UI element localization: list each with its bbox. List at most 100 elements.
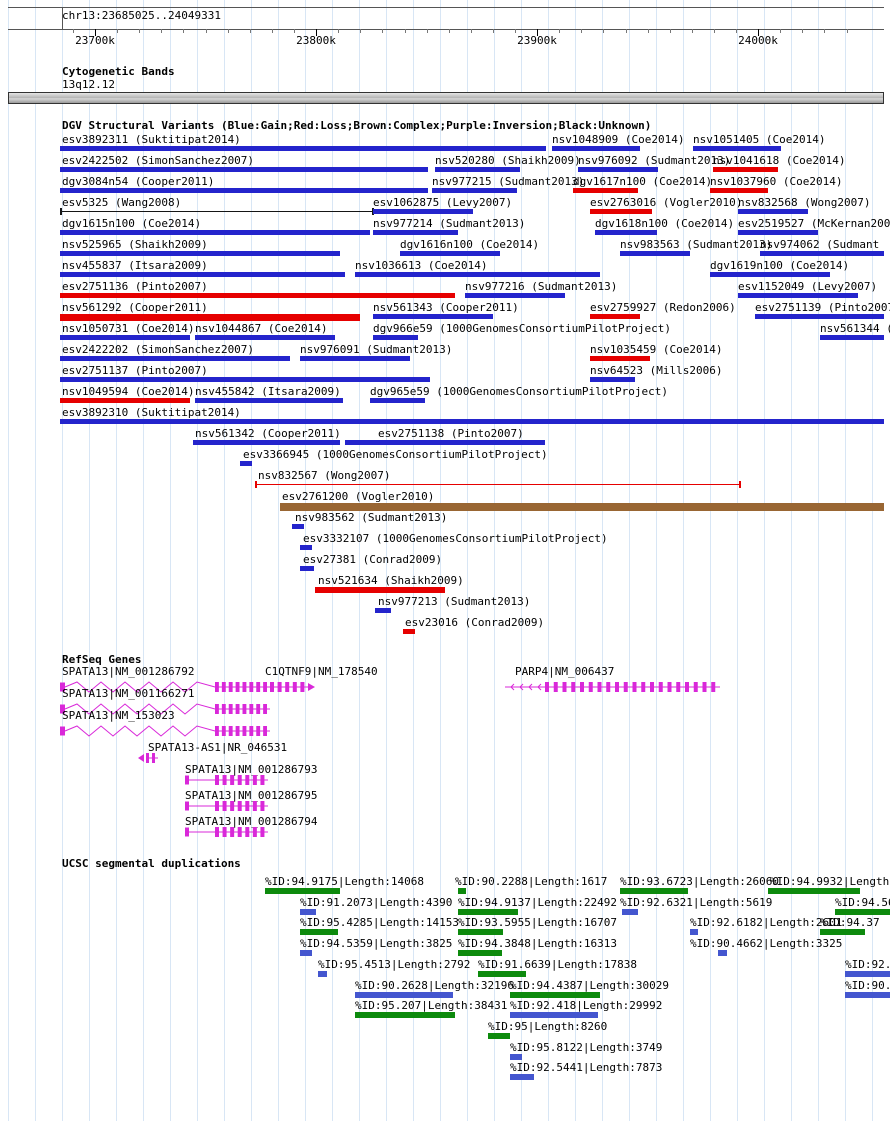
- dgv-variant-bar[interactable]: [300, 356, 410, 361]
- dgv-variant-bar[interactable]: [373, 209, 473, 214]
- dgv-variant-bar[interactable]: [590, 377, 635, 382]
- segdup-bar[interactable]: [300, 929, 338, 935]
- segdup-label[interactable]: %ID:95|Length:8260: [488, 1020, 608, 1033]
- gene-structure[interactable]: [185, 772, 268, 788]
- gene-label[interactable]: SPATA13|NM_001286792: [62, 665, 195, 678]
- segdup-label[interactable]: %ID:94.4387|Length:30029: [510, 979, 669, 992]
- segdup-bar[interactable]: [620, 888, 688, 894]
- segdup-label[interactable]: %ID:95.8122|Length:3749: [510, 1041, 663, 1054]
- segdup-bar[interactable]: [718, 950, 727, 956]
- dgv-variant-bar[interactable]: [373, 335, 418, 340]
- dgv-variant-label[interactable]: esv2751138 (Pinto2007): [378, 427, 524, 440]
- gene-label[interactable]: C1QTNF9|NM_178540: [265, 665, 378, 678]
- dgv-variant-bar[interactable]: [710, 188, 768, 193]
- dgv-variant-bar[interactable]: [300, 545, 312, 550]
- dgv-variant-bar[interactable]: [60, 188, 428, 193]
- dgv-variant-bar[interactable]: [738, 209, 808, 214]
- dgv-variant-label[interactable]: dgv1619n100 (Coe2014): [710, 259, 850, 272]
- dgv-variant-bar[interactable]: [60, 335, 190, 340]
- segdup-bar[interactable]: [690, 929, 698, 935]
- dgv-variant-bar[interactable]: [693, 146, 781, 151]
- gene-structure[interactable]: [138, 750, 158, 766]
- dgv-variant-bar[interactable]: [292, 524, 304, 529]
- dgv-variant-label[interactable]: nsv977214 (Sudmant2013): [373, 217, 526, 230]
- dgv-variant-label[interactable]: esv2759927 (Redon2006): [590, 301, 736, 314]
- dgv-variant-bar[interactable]: [738, 293, 858, 298]
- dgv-variant-label[interactable]: esv1062875 (Levy2007): [373, 196, 513, 209]
- dgv-variant-label[interactable]: esv1152049 (Levy2007): [738, 280, 878, 293]
- segdup-label[interactable]: %ID:95.4513|Length:2792: [318, 958, 471, 971]
- segdup-label[interactable]: %ID:93.6723|Length:26060: [620, 875, 779, 888]
- dgv-variant-label[interactable]: nsv561292 (Cooper2011): [62, 301, 208, 314]
- dgv-variant-label[interactable]: nsv974062 (Sudmant: [760, 238, 880, 251]
- gene-structure[interactable]: [505, 679, 720, 695]
- dgv-variant-bar[interactable]: [60, 251, 340, 256]
- segdup-label[interactable]: %ID:94.9932|Length:2: [770, 875, 890, 888]
- segdup-label[interactable]: %ID:92.5441|Length:7873: [510, 1061, 663, 1074]
- dgv-variant-label[interactable]: dgv1616n100 (Coe2014): [400, 238, 540, 251]
- dgv-variant-label[interactable]: nsv525965 (Shaikh2009): [62, 238, 208, 251]
- dgv-variant-label[interactable]: esv3332107 (1000GenomesConsortiumPilotPr…: [303, 532, 608, 545]
- dgv-variant-bar[interactable]: [60, 314, 360, 321]
- dgv-variant-bar[interactable]: [60, 398, 190, 403]
- dgv-variant-label[interactable]: nsv561343 (Cooper2011): [373, 301, 519, 314]
- dgv-variant-bar[interactable]: [60, 419, 884, 424]
- dgv-variant-label[interactable]: esv2422502 (SimonSanchez2007): [62, 154, 255, 167]
- dgv-variant-label[interactable]: nsv1050731 (Coe2014): [62, 322, 195, 335]
- dgv-variant-bar[interactable]: [60, 293, 455, 298]
- segdup-bar[interactable]: [458, 909, 518, 915]
- dgv-variant-bar[interactable]: [195, 335, 335, 340]
- dgv-variant-bar[interactable]: [60, 167, 428, 172]
- dgv-variant-label[interactable]: dgv1617n100 (Coe2014): [573, 175, 713, 188]
- dgv-variant-bar[interactable]: [590, 356, 650, 361]
- dgv-variant-label[interactable]: nsv561344 (Co: [820, 322, 890, 335]
- gene-label[interactable]: SPATA13|NM_153023: [62, 709, 175, 722]
- dgv-variant-bar[interactable]: [60, 146, 546, 151]
- segdup-label[interactable]: %ID:90.: [845, 979, 890, 992]
- dgv-variant-bar[interactable]: [355, 272, 600, 277]
- dgv-variant-label[interactable]: nsv455837 (Itsara2009): [62, 259, 208, 272]
- dgv-variant-label[interactable]: nsv976091 (Sudmant2013): [300, 343, 453, 356]
- dgv-variant-label[interactable]: esv3892311 (Suktitipat2014): [62, 133, 241, 146]
- segdup-bar[interactable]: [510, 1074, 534, 1080]
- segdup-label[interactable]: %ID:92.: [845, 958, 890, 971]
- segdup-bar[interactable]: [510, 992, 600, 998]
- dgv-variant-bar[interactable]: [255, 481, 741, 488]
- gene-structure[interactable]: [60, 679, 270, 695]
- dgv-variant-bar[interactable]: [60, 230, 370, 235]
- dgv-variant-label[interactable]: nsv983562 (Sudmant2013): [295, 511, 448, 524]
- segdup-label[interactable]: %ID:92.6182|Length:2601: [690, 916, 843, 929]
- dgv-variant-bar[interactable]: [193, 440, 340, 445]
- dgv-variant-bar[interactable]: [620, 251, 690, 256]
- dgv-variant-bar[interactable]: [820, 335, 884, 340]
- dgv-variant-label[interactable]: nsv521634 (Shaikh2009): [318, 574, 464, 587]
- segdup-bar[interactable]: [845, 992, 890, 998]
- dgv-variant-label[interactable]: nsv455842 (Itsara2009): [195, 385, 341, 398]
- gene-structure[interactable]: [60, 723, 270, 739]
- dgv-variant-bar[interactable]: [590, 209, 652, 214]
- gene-label[interactable]: SPATA13|NM_001166271: [62, 687, 195, 700]
- dgv-variant-label[interactable]: esv2761200 (Vogler2010): [282, 490, 435, 503]
- segdup-bar[interactable]: [300, 909, 316, 915]
- segdup-label[interactable]: %ID:94.9137|Length:22492: [458, 896, 617, 909]
- segdup-bar[interactable]: [488, 1033, 510, 1039]
- dgv-variant-bar[interactable]: [300, 566, 314, 571]
- gene-structure[interactable]: [185, 798, 268, 814]
- segdup-bar[interactable]: [845, 971, 890, 977]
- dgv-variant-label[interactable]: esv23016 (Conrad2009): [405, 616, 545, 629]
- dgv-variant-bar[interactable]: [573, 188, 638, 193]
- dgv-variant-label[interactable]: nsv832567 (Wong2007): [258, 469, 391, 482]
- segdup-label[interactable]: %ID:94.9175|Length:14068: [265, 875, 424, 888]
- dgv-variant-bar[interactable]: [400, 251, 500, 256]
- dgv-variant-bar[interactable]: [373, 314, 493, 319]
- dgv-variant-bar[interactable]: [375, 608, 391, 613]
- dgv-variant-label[interactable]: nsv561342 (Cooper2011): [195, 427, 341, 440]
- dgv-variant-label[interactable]: esv5325 (Wang2008): [62, 196, 182, 209]
- dgv-variant-bar[interactable]: [315, 587, 445, 593]
- dgv-variant-bar[interactable]: [710, 272, 830, 277]
- gene-label[interactable]: SPATA13|NM_001286793: [185, 763, 318, 776]
- dgv-variant-label[interactable]: nsv520280 (Shaikh2009): [435, 154, 581, 167]
- segdup-label[interactable]: %ID:92.6321|Length:5619: [620, 896, 773, 909]
- segdup-bar[interactable]: [265, 888, 340, 894]
- dgv-variant-label[interactable]: esv3892310 (Suktitipat2014): [62, 406, 241, 419]
